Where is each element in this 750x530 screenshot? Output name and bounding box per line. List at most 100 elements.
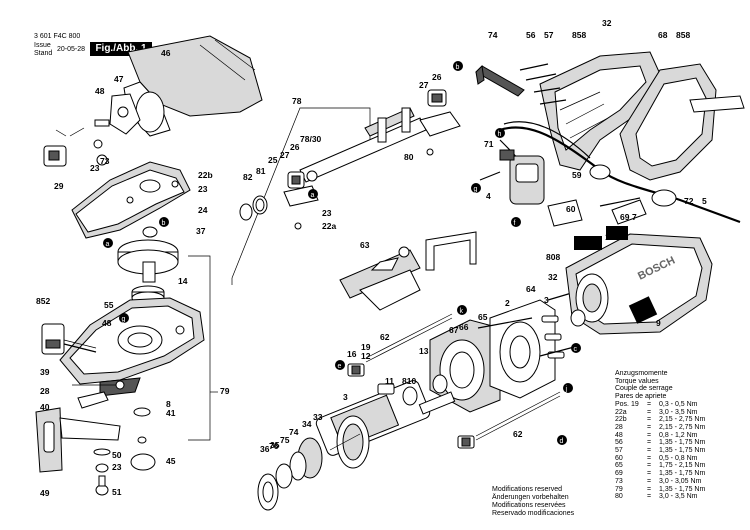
callout-80: 80	[404, 152, 414, 162]
modifications-note: Modifications reserved Änderungen vorbeh…	[492, 486, 574, 518]
callout-14: 14	[178, 276, 188, 286]
ref-markers: b h g f a b a g k j c e d	[103, 61, 581, 445]
callout-47: 47	[114, 74, 124, 84]
callout-66: 66	[459, 322, 469, 332]
marker-f: f	[514, 220, 516, 227]
callout-45: 45	[166, 456, 176, 466]
callout-29: 29	[54, 181, 64, 191]
torque-pos: 22b	[615, 416, 627, 424]
torque-eq: =	[647, 400, 652, 408]
callout-69: 69	[620, 212, 630, 222]
callout-36: 36	[260, 444, 270, 454]
callout-75: 75	[280, 435, 290, 445]
callout-16: 16	[347, 349, 357, 359]
torque-value: 0,3 - 0,5 Nm	[659, 400, 698, 408]
guide-rollers	[283, 89, 461, 230]
callout-34: 34	[302, 419, 312, 429]
torque-value: 1,35 - 1,75 Nm	[659, 447, 706, 455]
callout-49: 49	[40, 488, 50, 498]
torque-eq: =	[647, 485, 652, 493]
marker-b-mid: b	[162, 220, 166, 227]
motor-housing: BOSCH	[565, 233, 713, 335]
torque-row: 57=1,35 - 1,75 Nm	[615, 447, 750, 455]
marker-b-top: b	[456, 64, 460, 71]
torque-value: 2,15 - 2,75 Nm	[659, 416, 706, 424]
callout-labels: 46 47 48 29 73 23 22b 23 24 37 14 852 55…	[36, 18, 707, 498]
callout-23-c: 23	[112, 462, 122, 472]
torque-row: 73=3,0 - 3,05 Nm	[615, 478, 750, 486]
brush-holder-bottom	[377, 383, 561, 449]
torque-title-fr: Couple de serrage	[615, 385, 673, 393]
callout-64: 64	[526, 284, 536, 294]
torque-value: 0,8 - 1,2 Nm	[659, 431, 698, 439]
shoe-assembly	[35, 380, 125, 473]
torque-eq: =	[647, 477, 652, 485]
gear-and-bearing	[117, 226, 179, 305]
marker-g: g	[474, 186, 478, 193]
torque-pos: 48	[615, 431, 623, 439]
handle-screws	[519, 63, 641, 207]
callout-68: 68	[658, 30, 668, 40]
torque-value: 2,15 - 2,75 Nm	[659, 423, 706, 431]
callout-26-a: 26	[432, 72, 442, 82]
callout-1: 1	[605, 232, 610, 242]
callout-57: 57	[544, 30, 554, 40]
mods-de: Änderungen vorbehalten	[492, 494, 569, 501]
seal-ring-82-81	[239, 195, 268, 221]
blade-clamp-parts	[43, 93, 141, 167]
switch-852	[41, 323, 97, 355]
torque-value: 3,0 - 3,05 Nm	[659, 477, 702, 485]
torque-row: 80=3,0 - 3,5 Nm	[615, 493, 750, 501]
callout-11: 11	[385, 376, 394, 386]
callout-59: 59	[572, 170, 582, 180]
callout-41: 41	[166, 408, 176, 418]
callout-8: 8	[166, 399, 171, 409]
torque-eq: =	[647, 431, 652, 439]
torque-value: 0,5 - 0,8 Nm	[659, 454, 698, 462]
callout-27-b: 27	[280, 150, 290, 160]
callout-26-b: 26	[290, 142, 300, 152]
callout-79: 79	[220, 386, 230, 396]
issue-label: Issue	[34, 42, 51, 49]
marker-h: h	[498, 131, 502, 138]
issue-date: 20-05-28	[57, 46, 86, 53]
torque-pos: 57	[615, 447, 623, 455]
callout-852: 852	[36, 296, 50, 306]
torque-eq: =	[647, 462, 652, 470]
callout-25: 25	[268, 155, 278, 165]
torque-row: 28=2,15 - 2,75 Nm	[615, 424, 750, 432]
marker-d: d	[560, 438, 564, 445]
torque-pos: 69	[615, 470, 623, 478]
torque-row: 69=1,35 - 1,75 Nm	[615, 470, 750, 478]
callout-60: 60	[566, 204, 576, 214]
callout-76: 76	[269, 441, 279, 451]
torque-pos: 60	[615, 454, 623, 462]
callout-23-d: 23	[322, 208, 332, 218]
callout-12: 12	[361, 351, 371, 361]
torque-value: 3,0 - 3,5 Nm	[659, 408, 698, 416]
callout-33: 33	[313, 412, 323, 422]
fan-and-bearing	[257, 433, 361, 511]
torque-value: 1,35 - 1,75 Nm	[659, 439, 706, 447]
callout-5: 5	[702, 196, 707, 206]
callout-3-b: 3	[343, 392, 348, 402]
stator	[489, 299, 565, 399]
mods-es: Reservado modificaciones	[492, 510, 575, 517]
allen-key-74	[475, 64, 525, 97]
torque-row: 22b=2,15 - 2,75 Nm	[615, 416, 750, 424]
torque-table: Anzugsmomente Torque values Couple de se…	[615, 370, 750, 501]
gear-housing-bottom	[59, 297, 205, 397]
marker-c-right: c	[574, 346, 578, 353]
callout-28: 28	[40, 386, 50, 396]
callout-72: 72	[684, 196, 694, 206]
callout-39: 39	[40, 367, 50, 377]
torque-row: 60=0,5 - 0,8 Nm	[615, 455, 750, 463]
cable-holder-63	[339, 231, 477, 311]
callout-40: 40	[40, 402, 50, 412]
torque-value: 1,35 - 1,75 Nm	[659, 485, 706, 493]
mods-en: Modifications reserved	[492, 486, 563, 493]
armature	[315, 374, 456, 469]
callout-37: 37	[196, 226, 206, 236]
callout-23-b: 23	[198, 184, 208, 194]
